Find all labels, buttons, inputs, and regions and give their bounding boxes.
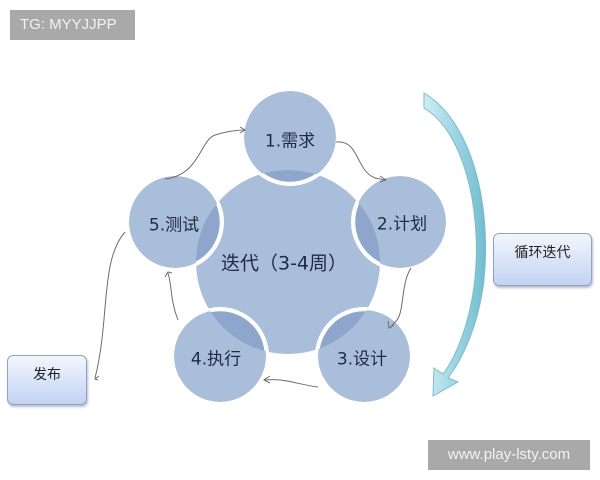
connector-arrows	[93, 126, 412, 388]
node-label-plan: 2.计划	[376, 214, 428, 235]
node-label-test: 5.测试	[148, 215, 200, 236]
release-box: 发布	[7, 355, 87, 405]
node-label-design: 3.设计	[336, 349, 388, 370]
watermark-top: TG: MYYJJPP	[10, 10, 135, 40]
node-label-execute: 4.执行	[190, 349, 242, 370]
center-circle	[196, 170, 380, 354]
cycle-arrow-icon	[423, 92, 487, 397]
center-label: 迭代（3-4周）	[220, 252, 348, 275]
watermark-bottom: www.play-lsty.com	[428, 440, 590, 470]
node-label-requirements: 1.需求	[264, 131, 316, 152]
cycle-iteration-box: 循环迭代	[493, 233, 592, 286]
